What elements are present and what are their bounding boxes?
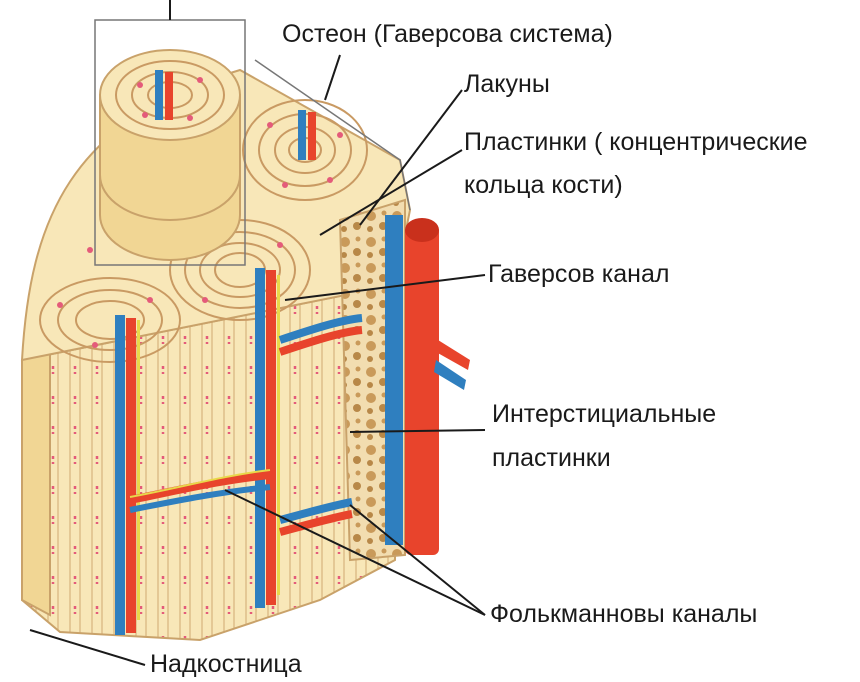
label-lamellae-line1: Пластинки ( концентрические bbox=[464, 128, 808, 156]
large-vessels bbox=[385, 215, 470, 555]
label-lacunae: Лакуны bbox=[464, 70, 550, 98]
label-volkmann-canals: Фолькманновы каналы bbox=[490, 600, 757, 628]
label-lamellae-line2: кольца кости) bbox=[464, 171, 623, 199]
periosteum-layer bbox=[22, 340, 50, 615]
label-osteon: Остеон (Гаверсова система) bbox=[282, 20, 613, 48]
label-haversian-canal: Гаверсов канал bbox=[488, 260, 669, 288]
osteon-cylinder bbox=[100, 50, 240, 260]
label-interstitial-line1: Интерстициальные bbox=[492, 400, 716, 428]
label-interstitial-line2: пластинки bbox=[492, 444, 611, 472]
label-periosteum: Надкостница bbox=[150, 650, 302, 678]
